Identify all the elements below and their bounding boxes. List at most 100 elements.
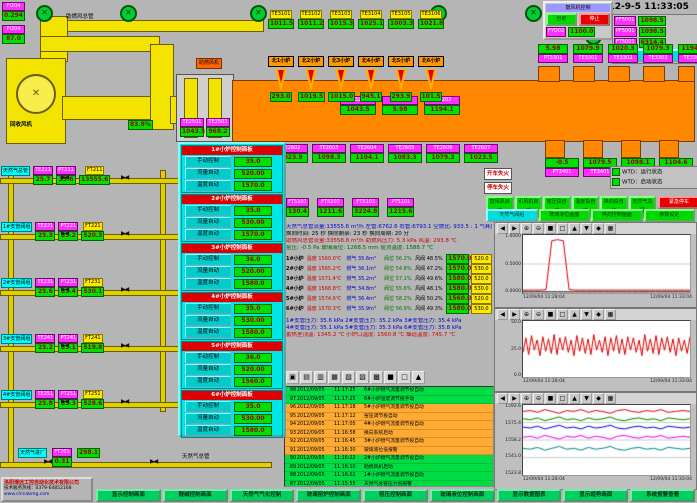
temp-auto-button[interactable]: 温度自动 xyxy=(185,425,231,436)
nav-button[interactable]: 酸碱控制画面 xyxy=(162,489,228,502)
nav-button[interactable]: 窑压控制画面 xyxy=(363,489,428,502)
temp-auto-button[interactable]: 温度自动 xyxy=(185,327,231,338)
manual-control-button[interactable]: 手动控制 xyxy=(185,254,231,265)
event-row[interactable]: 95 2012/09/05 11:17:12 窑压调节投自动 xyxy=(285,412,493,421)
chart-toolbar-icon[interactable]: ▲ xyxy=(569,393,580,404)
event-row[interactable]: 87 2012/09/05 11:15:55 天然气总管压力低报警 xyxy=(285,480,493,486)
setpoint-value-3[interactable]: 1580.0 xyxy=(234,278,272,289)
nav-button[interactable]: 玻璃液位控制画面 xyxy=(429,489,495,502)
screen-nav-button[interactable]: 玻璃液位画面 xyxy=(538,209,590,222)
emergency-stop-button[interactable]: 紧急停车 xyxy=(658,196,697,209)
chart-toolbar-icon[interactable]: ▼ xyxy=(581,393,592,404)
event-row[interactable]: 96 2012/09/05 11:17:18 5#小炉燃气流量调节投自动 xyxy=(285,404,493,413)
setpoint-value-1[interactable]: 35.0 xyxy=(234,205,272,216)
chart-toolbar-icon[interactable]: ⊖ xyxy=(533,309,544,320)
fan-stop-button[interactable]: 停止 xyxy=(579,13,610,26)
branch-valve-icon-2[interactable]: ▶◀ xyxy=(121,342,129,349)
branch-valve-icon[interactable]: ▶◀ xyxy=(61,342,69,349)
toolbar-icon[interactable]: ■ xyxy=(384,371,397,384)
chart-toolbar-icon[interactable]: ◀ xyxy=(497,393,508,404)
screen-nav-button[interactable]: 参数设定 xyxy=(643,209,695,222)
toolbar-icon[interactable]: ▲ xyxy=(412,371,425,384)
temp-auto-button[interactable]: 温度自动 xyxy=(185,376,231,387)
nav-button[interactable]: 显示控制画面 xyxy=(96,489,161,502)
setpoint-value-3[interactable]: 1560.0 xyxy=(234,376,272,387)
setpoint-value-2[interactable]: 530.00 xyxy=(234,217,272,228)
branch-valve-icon-2[interactable]: ▶◀ xyxy=(121,230,129,237)
chart-toolbar-icon[interactable]: ◀ xyxy=(497,223,508,234)
inlet-valve-icon[interactable]: ▶◀ xyxy=(44,458,52,465)
burner-label[interactable]: 北2小炉 xyxy=(298,56,324,67)
burner-label[interactable]: 北6小炉 xyxy=(418,56,444,67)
chart-toolbar-icon[interactable]: ◆ xyxy=(593,309,604,320)
chart-toolbar-icon[interactable]: ■ xyxy=(545,223,556,234)
event-row[interactable]: 91 2012/09/05 11:16:30 玻璃液位低报警 xyxy=(285,446,493,455)
branch-valve-icon[interactable]: ▶◀ xyxy=(61,174,69,181)
toolbar-icon[interactable]: ▧ xyxy=(342,371,355,384)
branch-valve-icon-2[interactable]: ▶◀ xyxy=(121,286,129,293)
toolbar-icon[interactable]: ▤ xyxy=(300,371,313,384)
setpoint-value-3[interactable]: 1580.0 xyxy=(234,425,272,436)
chart-toolbar-icon[interactable]: ⊖ xyxy=(533,393,544,404)
setpoint-value-2[interactable]: 520.00 xyxy=(234,168,272,179)
chart-toolbar-icon[interactable]: ▼ xyxy=(581,309,592,320)
toolbar-icon[interactable]: ▩ xyxy=(370,371,383,384)
flow-auto-button[interactable]: 流量自动 xyxy=(185,168,231,179)
temp-auto-button[interactable]: 温度自动 xyxy=(185,278,231,289)
chart-toolbar-icon[interactable]: ▲ xyxy=(569,309,580,320)
inlet-valve-icon-2[interactable]: ▶◀ xyxy=(150,458,158,465)
manual-control-button[interactable]: 手动控制 xyxy=(185,303,231,314)
flow-auto-button[interactable]: 流量自动 xyxy=(185,413,231,424)
screen-nav-button[interactable]: 天然气阀组 xyxy=(486,209,538,222)
chart-toolbar-icon[interactable]: ■ xyxy=(545,309,556,320)
branch-valve-icon[interactable]: ▶◀ xyxy=(61,286,69,293)
setpoint-value-1[interactable]: 35.0 xyxy=(234,156,272,167)
chart-toolbar-icon[interactable]: ◆ xyxy=(593,223,604,234)
burner-label[interactable]: 北1小炉 xyxy=(268,56,294,67)
nav-button[interactable]: 显示趋势画面 xyxy=(563,489,629,502)
event-row[interactable]: 93 2012/09/05 11:16:58 换向系统启动 xyxy=(285,429,493,438)
chart-3-canvas[interactable] xyxy=(522,404,691,476)
manual-control-button[interactable]: 手动控制 xyxy=(185,401,231,412)
branch-valve-icon-2[interactable]: ▶◀ xyxy=(121,174,129,181)
chart-toolbar-icon[interactable]: ■ xyxy=(545,393,556,404)
setpoint-value-1[interactable]: 35.0 xyxy=(234,303,272,314)
temp-auto-button[interactable]: 温度自动 xyxy=(185,180,231,191)
branch-valve-icon[interactable]: ▶◀ xyxy=(61,398,69,405)
toolbar-icon[interactable]: ▦ xyxy=(328,371,341,384)
flow-auto-button[interactable]: 流量自动 xyxy=(185,217,231,228)
setpoint-value-1[interactable]: 36.0 xyxy=(234,254,272,265)
manual-control-button[interactable]: 手动控制 xyxy=(185,352,231,363)
event-row[interactable]: 88 2012/09/05 11:16:02 1#小炉燃气流量调节投自动 xyxy=(285,472,493,481)
temp-auto-button[interactable]: 温度自动 xyxy=(185,229,231,240)
event-row[interactable]: 97 2012/09/05 11:17:25 6#小炉温度调节投手动 xyxy=(285,395,493,404)
setpoint-value-2[interactable]: 530.00 xyxy=(234,315,272,326)
event-row[interactable]: 98 2012/09/05 11:17:25 6#小炉燃气流量调节投自动 xyxy=(285,387,493,396)
setpoint-value-2[interactable]: 520.00 xyxy=(234,266,272,277)
manual-control-button[interactable]: 手动控制 xyxy=(185,205,231,216)
chart-toolbar-icon[interactable]: ⊕ xyxy=(521,223,532,234)
chart-toolbar-icon[interactable]: ▲ xyxy=(569,223,580,234)
flow-auto-button[interactable]: 流量自动 xyxy=(185,315,231,326)
toolbar-icon[interactable]: □ xyxy=(398,371,411,384)
setpoint-value-2[interactable]: 530.00 xyxy=(234,413,272,424)
chart-toolbar-icon[interactable]: □ xyxy=(557,223,568,234)
chart-toolbar-icon[interactable]: ▶ xyxy=(509,309,520,320)
chart-toolbar-icon[interactable]: □ xyxy=(557,309,568,320)
chart-toolbar-icon[interactable]: ▼ xyxy=(581,223,592,234)
chart-toolbar-icon[interactable]: ▶ xyxy=(509,393,520,404)
chart-toolbar-icon[interactable]: ◆ xyxy=(593,393,604,404)
nav-button[interactable]: 天然气气化控制 xyxy=(229,489,295,502)
burner-label[interactable]: 北4小炉 xyxy=(358,56,384,67)
chart-toolbar-icon[interactable]: ⊖ xyxy=(533,223,544,234)
setpoint-value-2[interactable]: 520.00 xyxy=(234,364,272,375)
company-web[interactable]: www.chinabmg.com xyxy=(4,492,50,497)
chart-toolbar-icon[interactable]: ⊕ xyxy=(521,309,532,320)
chart-toolbar-icon[interactable]: ⊕ xyxy=(521,393,532,404)
setpoint-value-3[interactable]: 1570.0 xyxy=(234,180,272,191)
setpoint-value-3[interactable]: 1580.0 xyxy=(234,327,272,338)
fan-auto-button[interactable]: 自动 xyxy=(546,13,577,26)
flow-auto-button[interactable]: 流量自动 xyxy=(185,364,231,375)
burner-label[interactable]: 北5小炉 xyxy=(388,56,414,67)
nav-button[interactable]: 显示数据图表 xyxy=(496,489,562,502)
